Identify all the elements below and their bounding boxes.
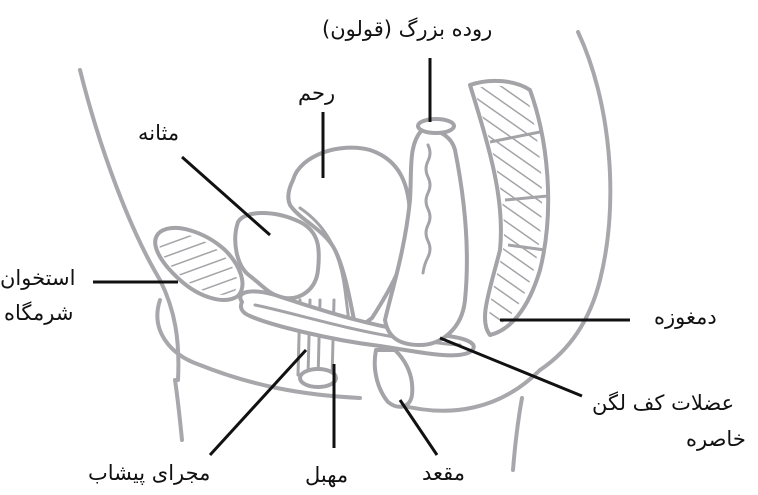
label-pubic-bone-line2: شرمگاه: [4, 301, 74, 325]
urethral-opening: [298, 367, 338, 389]
back-body-contour: [538, 30, 613, 372]
colon-wavy-inner: [421, 143, 432, 275]
thigh-contour: [511, 396, 524, 472]
label-anus: مقعد: [422, 461, 466, 485]
leader-urethra: [208, 348, 308, 457]
lower-front-contour: [155, 298, 362, 400]
sacrum-coccyx: [468, 78, 551, 337]
anal-canal: [372, 348, 415, 409]
bladder-shape: [233, 211, 321, 301]
label-pelvic-floor-line2: خاصره: [686, 427, 746, 451]
label-pubic-bone-line1: استخوان: [0, 266, 76, 290]
cervix-canal: [298, 206, 352, 332]
label-coccyx: دمغوزه: [654, 305, 717, 329]
label-bladder: مثانه: [138, 121, 180, 145]
leader-pelvic-floor: [439, 336, 583, 398]
label-uterus: رحم: [298, 81, 336, 105]
front-body-contour: [78, 68, 181, 382]
pelvic-floor-inner: [253, 303, 462, 347]
label-vagina: مهبل: [305, 463, 349, 487]
label-pelvic-floor-line1: عضلات کف لگن: [592, 391, 735, 415]
buttock-contour: [398, 368, 542, 413]
pubic-bone: [153, 226, 245, 302]
inner-thigh-contour: [173, 378, 184, 442]
leader-anus: [398, 399, 439, 456]
label-colon: روده بزرگ (قولون): [322, 17, 493, 41]
leader-bladder: [181, 155, 271, 237]
label-urethra: مجرای پیشاب: [88, 461, 211, 485]
uterus-shape: [286, 145, 412, 332]
colon-top-opening: [416, 117, 456, 135]
